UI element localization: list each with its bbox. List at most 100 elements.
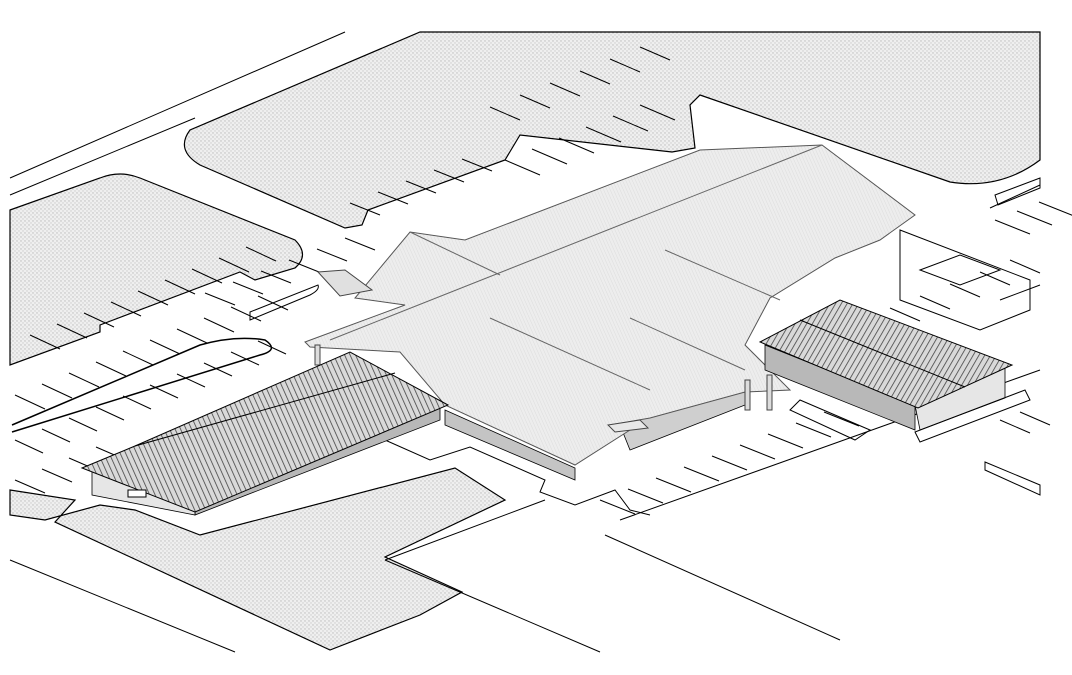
- parking-stripe: [14, 439, 44, 454]
- lawn-left: [9, 173, 304, 366]
- parking-stripe: [260, 270, 292, 284]
- roof-valley: [489, 317, 651, 391]
- left-wing-building: [80, 351, 450, 516]
- parking-stripe: [230, 306, 262, 322]
- parking-stripe: [41, 468, 73, 483]
- parking-stripe: [56, 323, 88, 339]
- parking-stripe: [1009, 259, 1041, 274]
- parking-stripe: [999, 419, 1031, 434]
- parking-stripe: [531, 148, 568, 165]
- walkway: [918, 254, 1002, 286]
- parking-stripe: [316, 248, 348, 262]
- entry-canopy: [316, 269, 374, 297]
- parking-stripe: [1038, 201, 1072, 216]
- lawn-bottom-left: [9, 467, 507, 651]
- parking-stripe: [191, 268, 223, 284]
- parking-stripe: [504, 159, 541, 176]
- parking-stripe: [203, 362, 233, 377]
- parking-stripe: [579, 70, 611, 85]
- parking-stripe: [83, 312, 115, 328]
- parking-stripe: [405, 180, 437, 194]
- parking-stripe: [655, 477, 692, 493]
- parking-stripe: [549, 82, 581, 97]
- parking-stripe: [919, 295, 951, 310]
- walkway: [384, 439, 651, 516]
- parking-stripe: [122, 395, 152, 410]
- parking-stripe: [232, 281, 264, 295]
- roof-valley: [629, 317, 746, 371]
- parking-stripe: [377, 191, 409, 205]
- parking-stripe: [149, 384, 179, 399]
- parking-stripe: [230, 351, 260, 366]
- parking-stripe: [110, 301, 142, 317]
- parking-stripe: [609, 58, 641, 73]
- parking-stripe: [218, 257, 250, 273]
- parking-stripe: [823, 411, 860, 427]
- parking-stripe: [889, 307, 921, 322]
- parking-stripe: [519, 94, 551, 109]
- column: [766, 374, 773, 411]
- parking-stripe: [433, 169, 465, 183]
- parking-stripe: [627, 488, 664, 504]
- parking-stripe: [461, 158, 493, 172]
- lawn-areas: [9, 31, 1041, 651]
- window: [127, 489, 147, 498]
- parking-stripe: [14, 394, 46, 410]
- roof-valley: [664, 249, 781, 301]
- parking-stripe: [257, 340, 287, 355]
- parking-stripe: [949, 283, 981, 298]
- parking-stripe: [1016, 210, 1053, 226]
- parking-stripe: [349, 202, 381, 216]
- curb-island: [789, 399, 872, 441]
- curb-island: [994, 177, 1041, 206]
- parking-stripe: [639, 104, 676, 121]
- parking-stripe: [164, 279, 196, 295]
- parking-stripe: [599, 499, 636, 515]
- road-edge: [999, 284, 1041, 301]
- parking-stripe: [176, 328, 208, 344]
- parking-stripe: [711, 455, 748, 471]
- column: [314, 344, 321, 366]
- right-wing-ridge: [799, 319, 966, 388]
- parking-stripe: [489, 106, 521, 121]
- parking-stripe: [29, 334, 61, 350]
- parking-stripe: [795, 422, 832, 438]
- parking-stripe: [137, 290, 169, 306]
- parking-stripe: [176, 373, 206, 388]
- left-wing-ridge: [134, 372, 396, 447]
- parking-stripe: [204, 292, 236, 306]
- parking-stripe: [585, 126, 622, 143]
- right-wing-building: [758, 299, 1031, 443]
- left-wing-roof: [80, 351, 450, 513]
- road-edge: [384, 499, 546, 561]
- parking-stripe: [122, 350, 154, 366]
- roof-valley: [409, 231, 501, 276]
- main-building: [304, 144, 916, 481]
- parking-stripe: [739, 444, 776, 460]
- parking-stripe: [68, 372, 100, 388]
- curb-island: [249, 284, 319, 321]
- road-edge: [989, 184, 1041, 209]
- parking-stripe: [344, 237, 376, 251]
- parking-stripe: [612, 115, 649, 132]
- parking-stripe: [41, 383, 73, 399]
- parking-stripe: [245, 246, 277, 262]
- parking-stripe: [558, 137, 595, 154]
- parking-stripe: [41, 428, 71, 443]
- main-roof: [304, 144, 916, 466]
- road-edge: [604, 534, 841, 641]
- road-edge: [384, 559, 601, 653]
- parking-stripe: [149, 339, 181, 355]
- entry-canopy: [606, 419, 650, 433]
- road-edge: [9, 117, 196, 196]
- road-edge: [9, 31, 346, 179]
- parking-stripe: [683, 466, 720, 482]
- parking-stripe: [95, 406, 125, 421]
- parking-stripe: [14, 479, 46, 494]
- parking-stripe: [203, 317, 235, 333]
- main-roof-ridge: [329, 144, 823, 341]
- parking-stripe: [257, 295, 289, 311]
- parking-stripe: [1019, 411, 1051, 426]
- parking-stripe: [95, 361, 127, 377]
